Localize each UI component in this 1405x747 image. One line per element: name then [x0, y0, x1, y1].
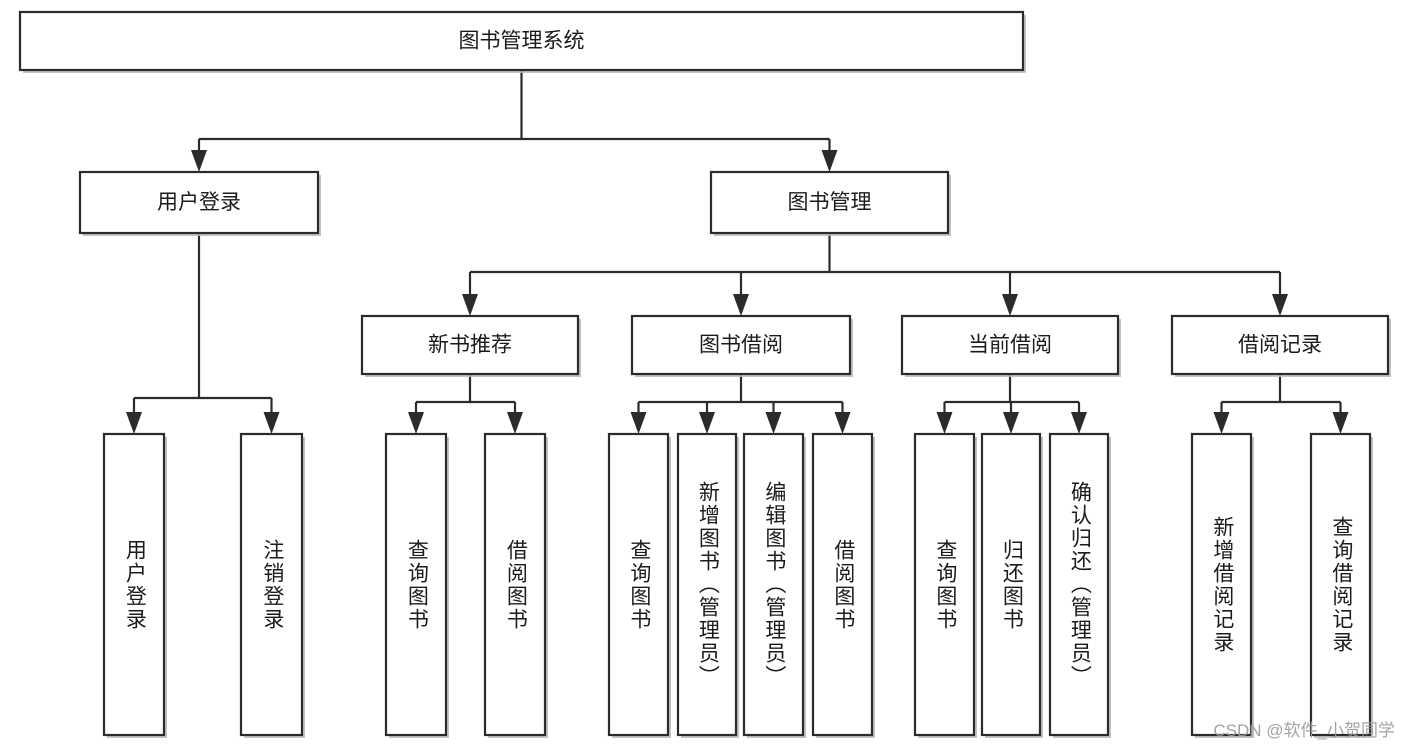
arrowhead-leaf-confirm-return — [1071, 412, 1087, 434]
arrowhead-leaf-add-book — [699, 412, 715, 434]
arrowhead-leaf-query-book-1 — [408, 412, 424, 434]
node-box-leaf-query-book-3[interactable] — [913, 432, 976, 737]
node-box-borrow-record[interactable] — [1170, 314, 1390, 376]
node-box-layer — [18, 10, 1391, 738]
node-box-user-login[interactable] — [78, 170, 320, 235]
arrowhead-leaf-query-book-2 — [630, 412, 647, 434]
arrowhead-leaf-add-record — [1213, 412, 1230, 434]
node-box-leaf-query-record[interactable] — [1309, 432, 1372, 737]
node-box-root[interactable] — [18, 10, 1025, 72]
arrowhead-book-manage — [821, 150, 838, 172]
node-box-leaf-logout[interactable] — [239, 432, 304, 737]
node-label-book-borrow: 图书借阅 — [699, 334, 783, 357]
node-box-leaf-add-record[interactable] — [1190, 432, 1253, 737]
arrowhead-book-borrow — [733, 294, 749, 316]
connector-layer — [126, 70, 1349, 434]
node-box-book-manage[interactable] — [709, 170, 950, 235]
node-box-leaf-edit-book[interactable] — [742, 432, 805, 737]
node-label-new-book-rec: 新书推荐 — [428, 334, 512, 357]
arrowhead-leaf-user-login — [126, 412, 142, 434]
arrowhead-user-login — [191, 150, 207, 172]
arrowhead-leaf-edit-book — [765, 412, 782, 434]
node-box-leaf-borrow-book-2[interactable] — [811, 432, 874, 737]
arrowhead-leaf-borrow-book-2 — [834, 412, 851, 434]
node-label-borrow-record: 借阅记录 — [1238, 334, 1322, 357]
node-label-user-login: 用户登录 — [157, 191, 241, 214]
node-box-leaf-add-book[interactable] — [676, 432, 738, 737]
arrowhead-leaf-query-book-3 — [936, 412, 953, 434]
node-box-leaf-confirm-return[interactable] — [1048, 432, 1110, 737]
csdn-watermark: CSDN @软件_小贺同学 — [1213, 721, 1395, 740]
node-box-current-borrow[interactable] — [900, 314, 1120, 376]
node-label-current-borrow: 当前借阅 — [968, 334, 1052, 357]
node-box-leaf-query-book-2[interactable] — [607, 432, 670, 737]
arrowhead-current-borrow — [1002, 294, 1018, 316]
arrowhead-leaf-query-record — [1332, 412, 1349, 434]
node-box-book-borrow[interactable] — [630, 314, 852, 376]
node-box-leaf-borrow-book-1[interactable] — [483, 432, 547, 737]
node-box-new-book-rec[interactable] — [360, 314, 580, 376]
node-label-book-manage: 图书管理 — [788, 191, 872, 214]
arrowhead-new-book-rec — [462, 294, 478, 316]
arrowhead-leaf-return-book — [1003, 412, 1019, 434]
node-box-leaf-return-book[interactable] — [980, 432, 1042, 737]
node-box-leaf-user-login[interactable] — [102, 432, 166, 737]
node-box-leaf-query-book-1[interactable] — [384, 432, 448, 737]
arrowhead-leaf-borrow-book-1 — [507, 412, 523, 434]
arrowhead-borrow-record — [1272, 294, 1288, 316]
arrowhead-leaf-logout — [263, 412, 280, 434]
node-label-root: 图书管理系统 — [459, 30, 585, 53]
